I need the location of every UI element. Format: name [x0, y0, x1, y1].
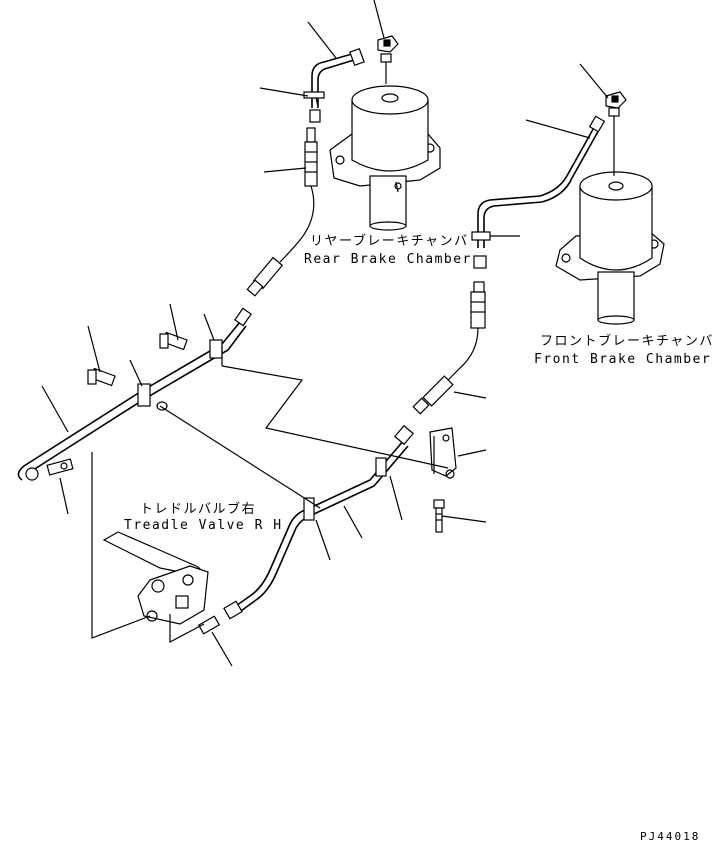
- rear-brake-chamber-label-en: Rear Brake Chamber: [304, 252, 472, 267]
- treadle-valve: [102, 531, 221, 635]
- reference-code: PJ44018: [640, 830, 701, 843]
- front-brake-chamber-label-jp: フロントブレーキチャンバ: [540, 334, 713, 349]
- rear-brake-chamber: [329, 35, 441, 231]
- rear-brake-chamber-label-jp: リヤーブレーキチャンバ: [310, 234, 469, 249]
- connection-lines: [91, 365, 449, 643]
- front-brake-chamber: [555, 91, 665, 325]
- front-brake-chamber-label-en: Front Brake Chamber: [534, 352, 712, 367]
- leader-lines: [41, 0, 609, 667]
- front-tube: [412, 115, 606, 415]
- left-tube-assembly: [17, 307, 252, 481]
- treadle-valve-label-en: Treadle Valve R H: [124, 518, 283, 533]
- rear-tube: [246, 47, 365, 297]
- treadle-valve-label-jp: トレドルバルブ右: [140, 502, 257, 517]
- lower-tube: [223, 424, 414, 620]
- bracket: [429, 427, 457, 533]
